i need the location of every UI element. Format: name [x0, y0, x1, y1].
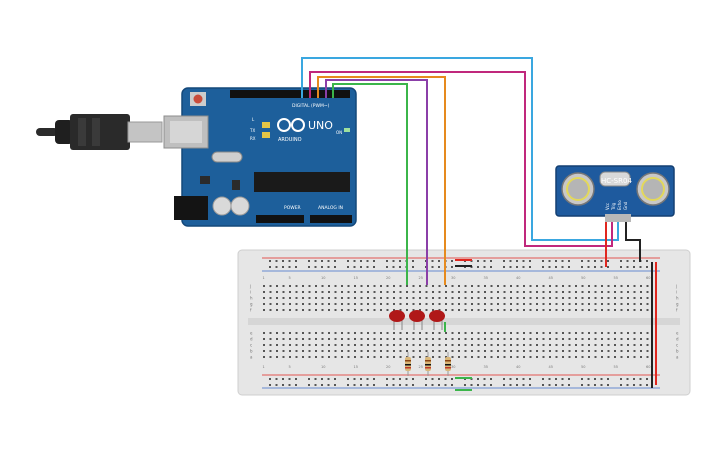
sensor-model-label: HC-SR04	[601, 177, 632, 185]
column-number-45-bottom: 45	[549, 365, 553, 369]
led-2	[409, 310, 425, 330]
digital-pins-label: DIGITAL (PWM~)	[292, 103, 330, 109]
wire-blue-echo	[301, 57, 619, 241]
row-letter-f-left: f	[250, 308, 252, 313]
column-number-1-top: 1	[263, 276, 265, 280]
analog-pins-label: ANALOG IN	[318, 205, 343, 211]
microcontroller-chip	[254, 172, 350, 192]
row-letter-i-right: i	[676, 290, 677, 295]
resistors	[405, 352, 451, 376]
column-number-5-bottom: 5	[289, 365, 291, 369]
column-number-35-top: 35	[484, 276, 488, 280]
column-number-1-bottom: 1	[263, 365, 265, 369]
arduino-uno-board: UNO ARDUINO DIGITAL (PWM~) POWER ANALOG …	[163, 87, 357, 227]
row-letter-j-right: j	[675, 284, 677, 289]
column-number-5-top: 5	[289, 276, 291, 280]
column-number-25-top: 25	[419, 276, 423, 280]
row-letter-d-left: d	[250, 337, 253, 342]
usb-cable	[36, 114, 163, 150]
wire-orange-led3	[317, 76, 446, 285]
column-number-10-top: 10	[321, 276, 325, 280]
row-letter-f-right: f	[676, 308, 678, 313]
column-number-40-top: 40	[516, 276, 520, 280]
row-letter-a-right: a	[676, 355, 679, 360]
board-model-label: UNO	[308, 119, 333, 132]
row-letter-d-right: d	[676, 337, 679, 342]
column-number-45-top: 45	[549, 276, 553, 280]
power-header	[256, 215, 304, 223]
column-number-10-bottom: 10	[321, 365, 325, 369]
row-letter-i-left: i	[250, 290, 251, 295]
column-number-50-top: 50	[581, 276, 585, 280]
column-number-30-bottom: 30	[451, 365, 455, 369]
row-letter-b-right: b	[676, 349, 679, 354]
led-1	[389, 310, 405, 330]
tx-led-label: TX	[249, 128, 255, 133]
rx-led-label: RX	[250, 136, 256, 141]
sensor-pin-echo-label: Echo	[617, 200, 622, 210]
row-letter-j-left: j	[249, 284, 251, 289]
row-letter-h-right: h	[676, 296, 679, 301]
row-letter-g-right: g	[676, 302, 679, 307]
column-number-15-top: 15	[354, 276, 358, 280]
row-letter-e-right: e	[676, 331, 679, 336]
sensor-pin-trig-label: Trig	[611, 202, 616, 211]
leds	[389, 310, 445, 330]
wire-magenta-trig	[309, 71, 613, 247]
resistor-2	[425, 352, 431, 376]
column-number-20-top: 20	[386, 276, 390, 280]
sensor-pin-gnd-label: Gnd	[623, 201, 628, 210]
digital-header	[230, 90, 350, 98]
wires	[301, 57, 657, 391]
row-letter-c-right: c	[676, 343, 678, 348]
wire-green-led1	[332, 83, 408, 285]
row-letter-g-left: g	[250, 302, 253, 307]
column-number-30-top: 30	[451, 276, 455, 280]
column-number-55-top: 55	[614, 276, 618, 280]
column-number-15-bottom: 15	[354, 365, 358, 369]
breadboard-column-numbers: 1155101015152020252530303535404045455050…	[263, 276, 651, 369]
row-letter-b-left: b	[250, 349, 253, 354]
column-number-20-bottom: 20	[386, 365, 390, 369]
column-number-60-top: 60	[646, 276, 650, 280]
power-jack	[174, 196, 208, 220]
row-letter-e-left: e	[250, 331, 253, 336]
column-number-60-bottom: 60	[646, 365, 650, 369]
resistor-3	[445, 352, 451, 376]
l-led-label: L	[252, 117, 255, 122]
wire-black-gnd	[625, 222, 641, 262]
analog-header	[310, 215, 352, 223]
arduino-logo-icon	[277, 118, 305, 132]
column-number-40-bottom: 40	[516, 365, 520, 369]
row-letter-a-left: a	[250, 355, 253, 360]
power-pins-label: POWER	[284, 205, 301, 211]
column-number-55-bottom: 55	[614, 365, 618, 369]
resistor-1	[405, 352, 411, 376]
row-letter-c-left: c	[250, 343, 252, 348]
sensor-pin-vcc-label: Vcc	[605, 203, 610, 210]
column-number-50-bottom: 50	[581, 365, 585, 369]
led-3	[429, 310, 445, 330]
column-number-35-bottom: 35	[484, 365, 488, 369]
column-number-25-bottom: 25	[419, 365, 423, 369]
wire-purple-led2	[325, 79, 428, 285]
on-led-label: ON	[336, 130, 342, 135]
board-brand-label: ARDUINO	[278, 137, 302, 143]
row-letter-h-left: h	[250, 296, 253, 301]
breadboard-holes	[263, 260, 649, 386]
sensor-pin-labels: Vcc Trig Echo Gnd	[605, 200, 628, 211]
ultrasonic-sensor: HC-SR04 Vcc Trig Echo Gnd	[555, 165, 675, 222]
